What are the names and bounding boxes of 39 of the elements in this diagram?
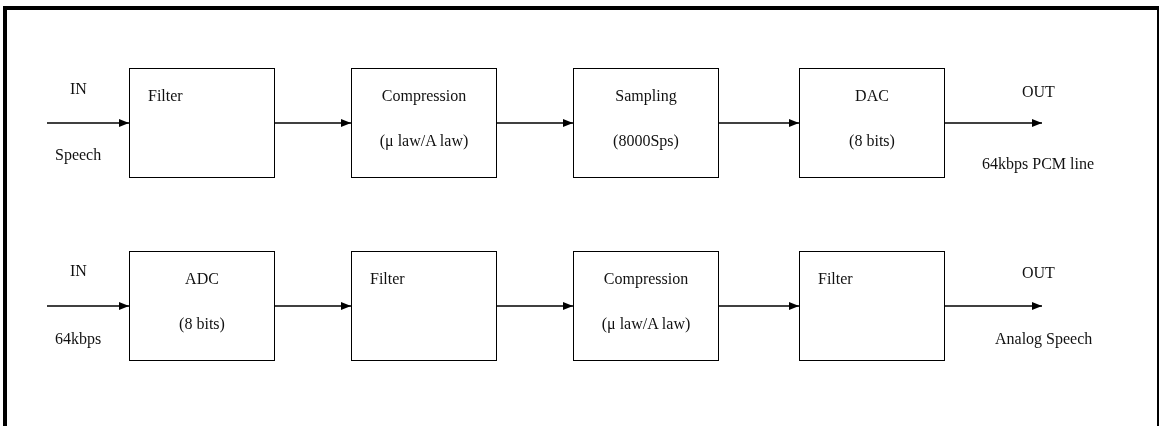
arrow — [496, 302, 574, 310]
signal-label: IN — [70, 80, 87, 98]
box-label: (8 bits) — [849, 132, 895, 150]
signal-label: IN — [70, 262, 87, 280]
process-box — [573, 251, 719, 361]
arrow — [496, 119, 574, 127]
signal-label: Analog Speech — [995, 330, 1093, 348]
box-label: Sampling — [615, 87, 677, 105]
box-label: (8 bits) — [179, 315, 225, 333]
box-label: (8000Sps) — [613, 132, 679, 150]
process-box — [351, 68, 497, 178]
arrow — [718, 119, 800, 127]
process-box — [129, 251, 275, 361]
process-box — [351, 251, 497, 361]
arrow — [46, 302, 130, 310]
signal-label: OUT — [1022, 264, 1055, 282]
box-label: Filter — [818, 270, 853, 288]
signal-label: 64kbps — [55, 330, 102, 348]
box-label: ADC — [185, 270, 219, 288]
signal-label: Speech — [55, 146, 102, 164]
arrow — [274, 119, 352, 127]
process-box — [573, 68, 719, 178]
box-label: Compression — [603, 270, 689, 288]
process-box — [799, 68, 945, 178]
box-label: (μ law/A law) — [379, 132, 469, 150]
process-box — [799, 251, 945, 361]
box-label: (μ law/A law) — [601, 315, 691, 333]
box-label: Filter — [148, 87, 183, 105]
arrow — [718, 302, 800, 310]
signal-label: 64kbps PCM line — [982, 155, 1094, 173]
signal-label: OUT — [1022, 83, 1055, 101]
arrow — [944, 119, 1043, 127]
arrow — [46, 119, 130, 127]
box-label: Filter — [370, 270, 405, 288]
process-box — [129, 68, 275, 178]
box-label: Compression — [381, 87, 467, 105]
arrow — [944, 302, 1043, 310]
arrow — [274, 302, 352, 310]
box-label: DAC — [855, 87, 889, 105]
